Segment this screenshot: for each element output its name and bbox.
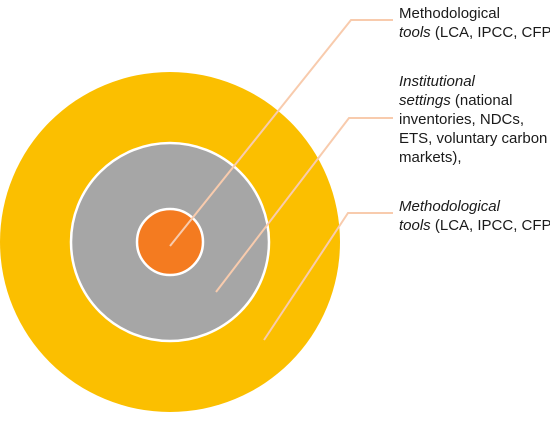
inner-core <box>135 207 205 277</box>
label-1-line-1: Methodological <box>399 5 500 22</box>
label-2-line-5: markets), <box>399 149 462 166</box>
leader-line-middle <box>215 117 393 293</box>
leader-line-core <box>169 19 393 247</box>
leader-line-outer <box>263 212 393 341</box>
label-3-line-2-emphasis: tools <box>399 217 431 234</box>
label-3-line-2-rest: (LCA, IPCC, CFP) <box>430 217 550 234</box>
label-2-line-4: ETS, voluntary carbon <box>399 130 548 147</box>
label-3-line-1-emphasis: Methodological <box>399 198 500 215</box>
label-2-line-2-rest: (national <box>450 92 513 109</box>
label-2-line-3: inventories, NDCs, <box>399 111 525 128</box>
label-2-line-2-emphasis: settings <box>399 92 451 109</box>
label-1-line-2-rest: (LCA, IPCC, CFP), <box>430 24 550 41</box>
label-1-line-2-emphasis: tools <box>399 24 431 41</box>
label-outer-methodological-tools: Methodological tools (LCA, IPCC, CFP) <box>399 197 550 235</box>
label-middle-institutional-settings: Institutional settings (national invento… <box>399 72 547 167</box>
label-core-methodological-tools: Methodological tools (LCA, IPCC, CFP), <box>399 4 550 42</box>
label-2-line-1-emphasis: Institutional <box>399 73 475 90</box>
